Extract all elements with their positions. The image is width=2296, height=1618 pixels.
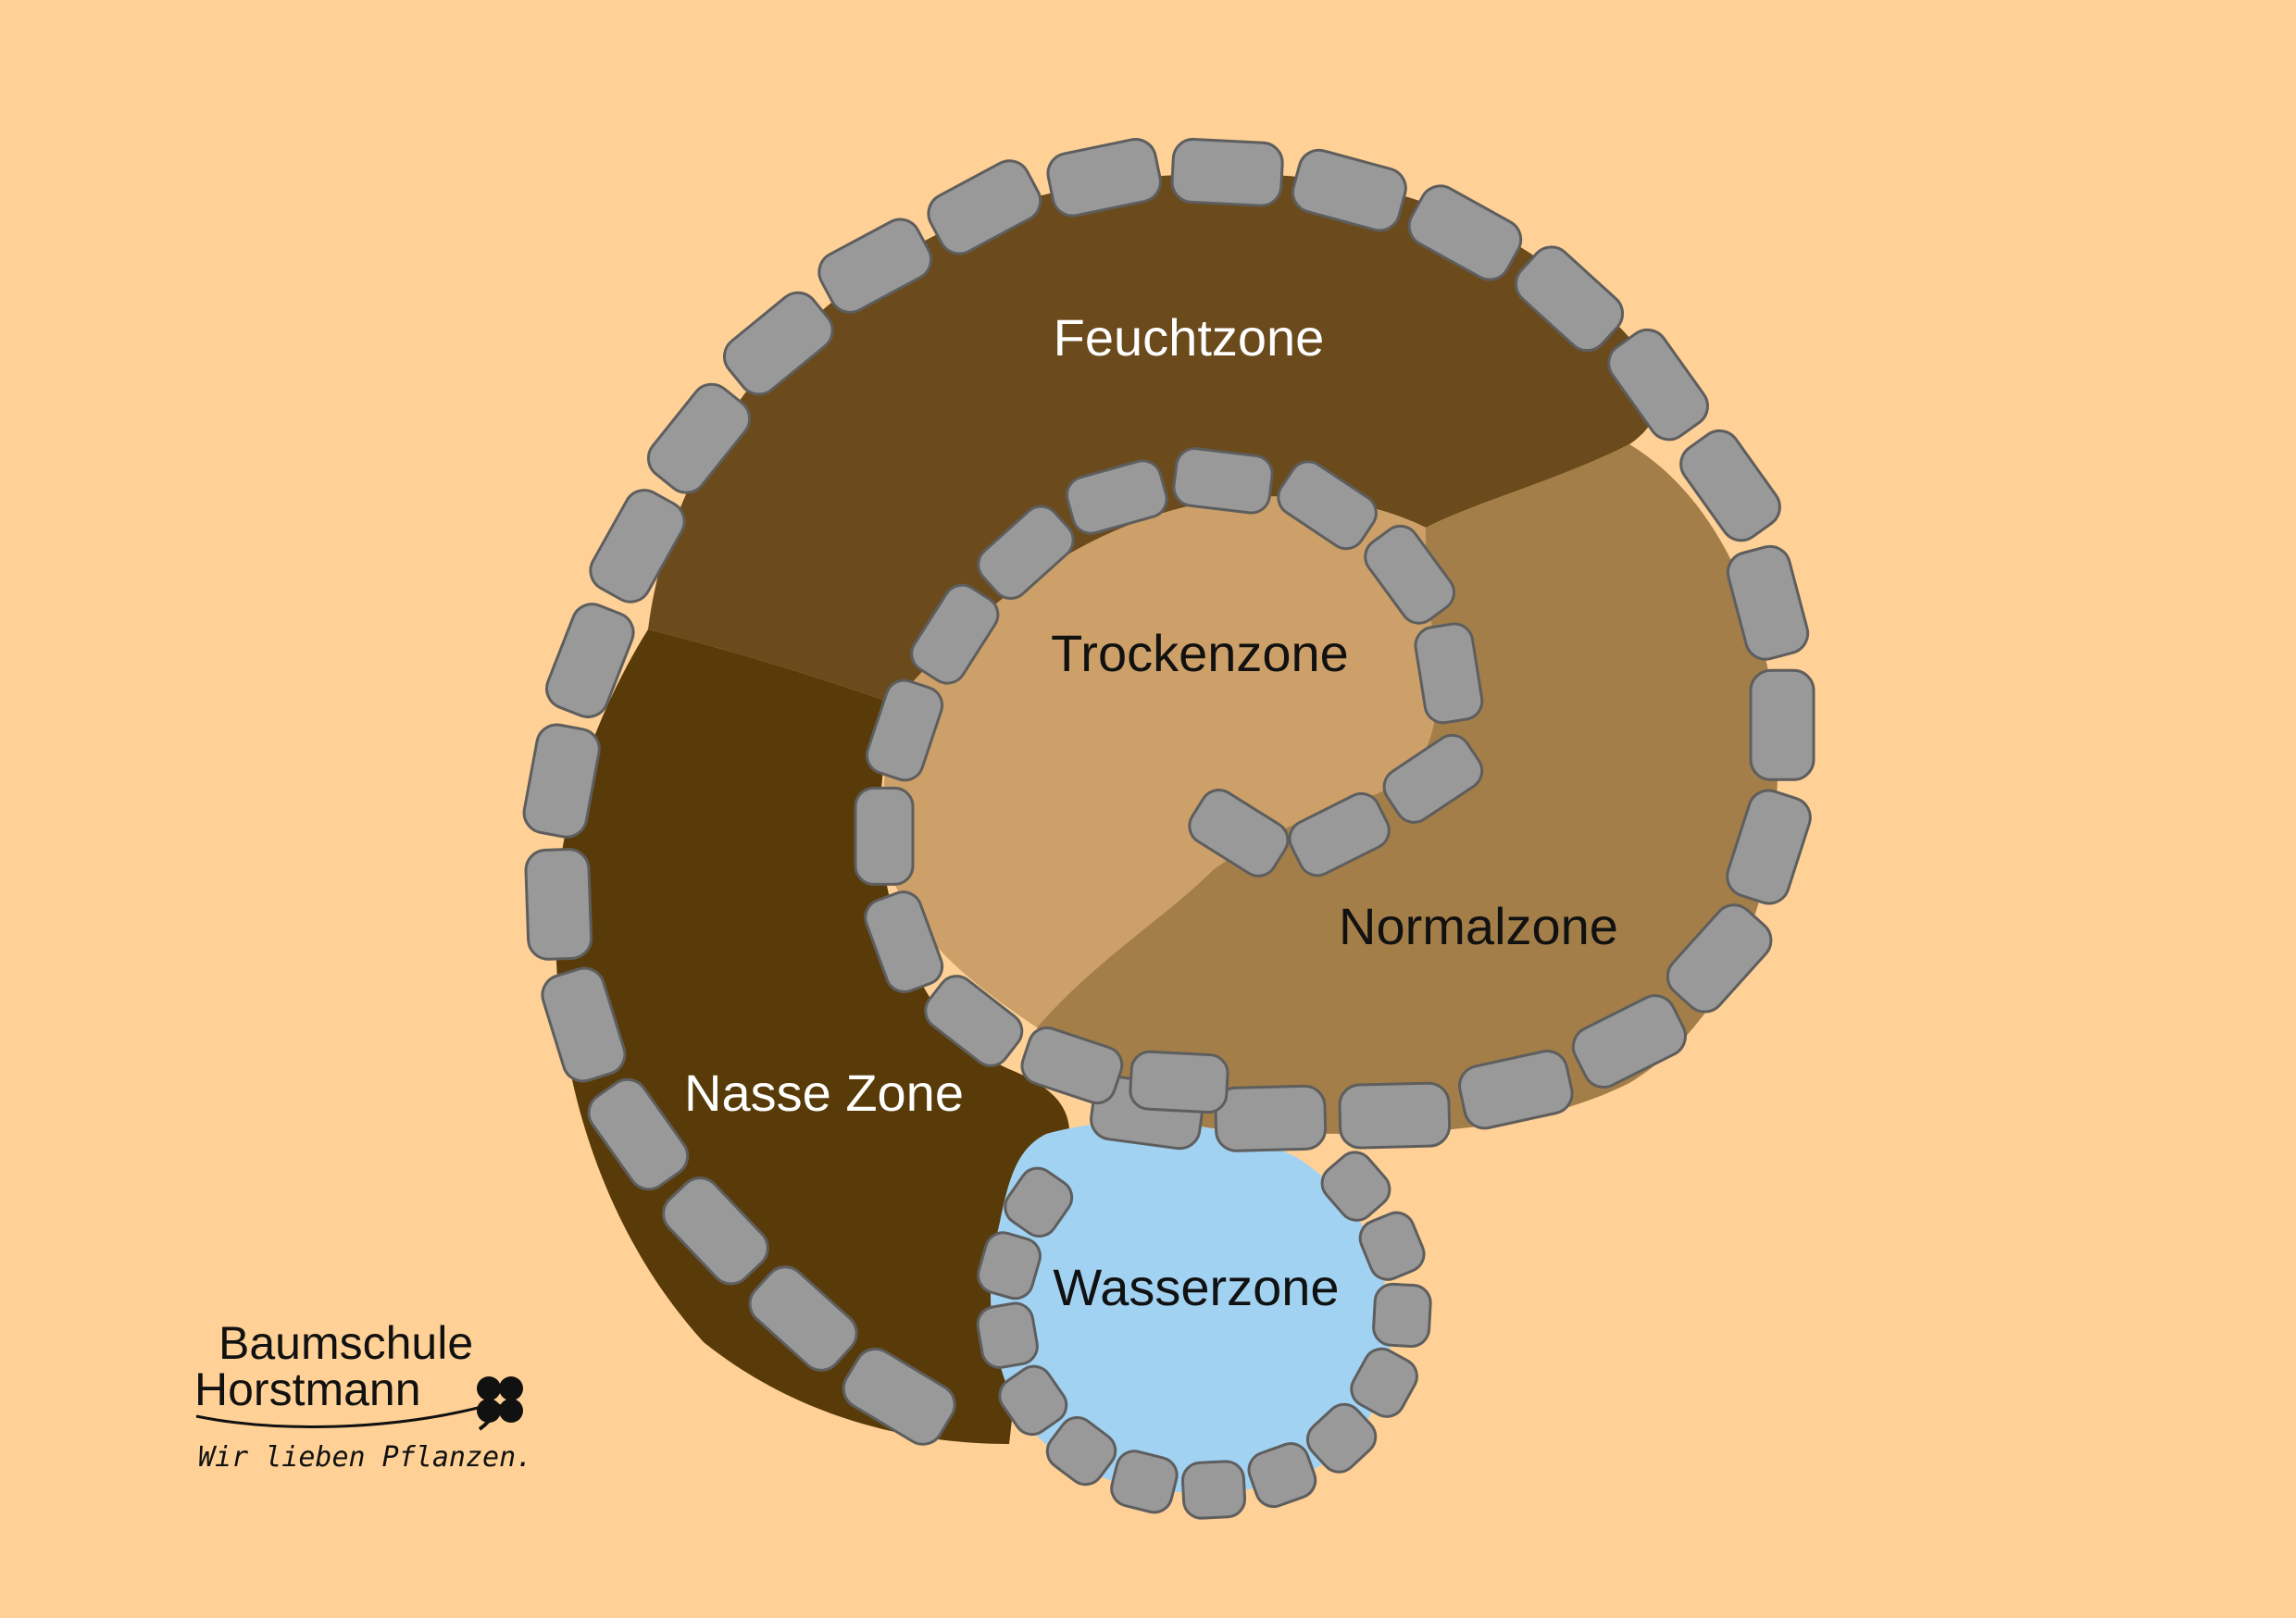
stone — [910, 583, 1000, 685]
stone — [1407, 184, 1523, 281]
stone — [748, 1265, 858, 1372]
stone — [1726, 789, 1812, 905]
stone — [1358, 1211, 1426, 1281]
label-normalzone: Normalzone — [1339, 897, 1618, 955]
stone — [522, 723, 601, 839]
stone — [1514, 245, 1625, 353]
logo-line2: Horstmann — [194, 1363, 421, 1415]
stone — [587, 1077, 690, 1191]
stone — [842, 1347, 956, 1446]
stone — [1571, 994, 1687, 1089]
inner-stone-wall — [854, 447, 1484, 1114]
stone — [541, 966, 627, 1083]
zone-feuchtzone-area — [648, 173, 1661, 703]
stone — [1065, 459, 1168, 535]
stone — [1726, 544, 1810, 661]
zone-wasserzone-area — [991, 1121, 1391, 1493]
logo-slogan: Wir lieben Pflanzen. — [198, 1441, 532, 1474]
stone — [1288, 791, 1391, 877]
stone — [854, 786, 915, 886]
stone — [1338, 1081, 1452, 1150]
stone — [1382, 733, 1484, 824]
stone — [1020, 1026, 1124, 1105]
logo-swoosh — [195, 1405, 482, 1428]
stone — [524, 847, 593, 961]
stone — [1350, 1347, 1418, 1418]
company-logo: Baumschule Horstmann Wir lieben Pflanzen… — [194, 1317, 532, 1474]
stone — [976, 1301, 1039, 1369]
stone — [864, 890, 944, 993]
stone — [924, 975, 1024, 1067]
stone — [1291, 148, 1407, 232]
stone — [662, 1176, 769, 1286]
stone — [1188, 789, 1290, 877]
stone — [545, 603, 635, 718]
outer-stone-wall — [522, 137, 1816, 1446]
stone — [865, 678, 944, 782]
stone — [1666, 903, 1773, 1014]
stone — [1458, 1050, 1574, 1130]
stone — [998, 1364, 1068, 1437]
stone — [1749, 668, 1816, 781]
stone — [1305, 1402, 1378, 1474]
stone — [1364, 524, 1455, 625]
label-feuchtzone: Feuchtzone — [1054, 308, 1325, 367]
stone — [1320, 1151, 1391, 1222]
label-trockenzone: Trockenzone — [1051, 624, 1349, 682]
stone — [1172, 447, 1274, 515]
stone — [1214, 1084, 1328, 1152]
stone — [1247, 1442, 1317, 1509]
stone — [1679, 429, 1781, 542]
stone — [1414, 622, 1484, 725]
stone — [1110, 1450, 1179, 1514]
stone — [1046, 138, 1162, 218]
stone — [1045, 1415, 1117, 1487]
stone — [1004, 1166, 1074, 1238]
stone — [977, 1231, 1042, 1301]
clover-icon — [477, 1376, 523, 1431]
stone — [977, 504, 1075, 600]
label-wasserzone: Wasserzone — [1053, 1258, 1339, 1316]
zone-trockenzone-area — [883, 496, 1438, 1027]
stone — [1607, 328, 1709, 442]
label-nasse-zone: Nasse Zone — [684, 1064, 964, 1122]
stone — [1372, 1282, 1432, 1348]
logo-line1: Baumschule — [218, 1317, 473, 1369]
stone — [1277, 460, 1378, 551]
stone — [589, 489, 686, 604]
stone — [646, 382, 752, 494]
stone — [817, 218, 933, 314]
pond-stone-ring — [976, 1151, 1432, 1520]
stone — [1170, 137, 1284, 207]
stone — [927, 159, 1042, 255]
stone — [1180, 1460, 1247, 1520]
stone — [1129, 1050, 1229, 1114]
stone — [722, 291, 834, 396]
